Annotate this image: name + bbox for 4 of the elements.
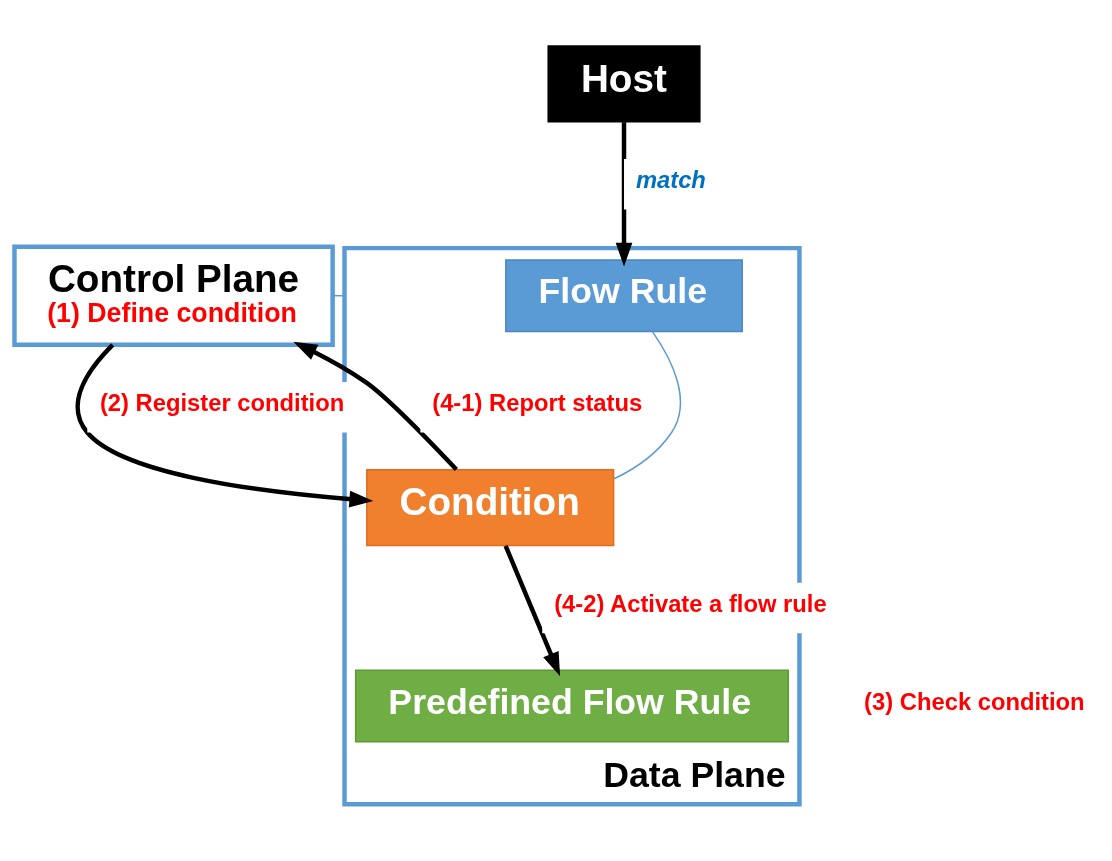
edge-label: match [635,165,706,193]
edge-label: (4-1) Report status [432,388,643,416]
label: (3) Check condition [864,687,1085,715]
edge-label: (2) Register condition [99,388,345,416]
